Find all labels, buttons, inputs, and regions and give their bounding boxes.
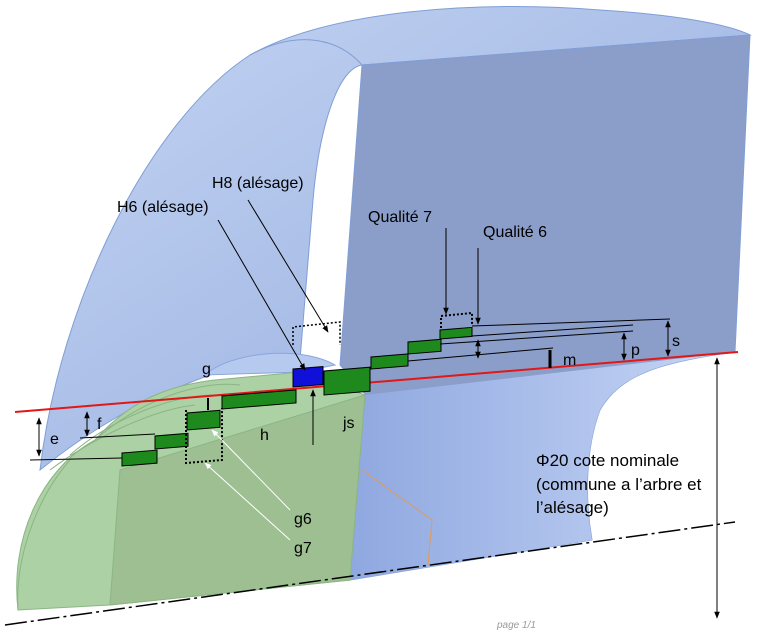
zone-g6 — [186, 409, 221, 431]
dim-s-ext2 — [471, 324, 634, 337]
text-labels: H8 (alésage) H6 (alésage) Qualité 7 Qual… — [50, 175, 702, 631]
shaft-left-arc — [17, 459, 71, 611]
leader-h8 — [247, 199, 329, 333]
label-qualite6: Qualité 6 — [483, 224, 547, 241]
label-qualite7: Qualité 7 — [368, 209, 432, 226]
label-m: m — [563, 352, 576, 369]
label-h: h — [260, 427, 269, 444]
shaft — [16, 371, 366, 611]
dimension-lines — [407, 318, 720, 619]
zone-h — [221, 389, 297, 410]
zone-h6-bore — [292, 365, 324, 388]
zone-s — [439, 326, 473, 340]
zone-e — [121, 449, 158, 467]
label-g6: g6 — [294, 511, 312, 528]
bore-inner-cylinder — [350, 352, 735, 580]
bore-edge-orange — [361, 469, 433, 566]
bore-top-edge — [249, 39, 363, 66]
leader-g7 — [204, 462, 291, 541]
dim-s-ext1 — [471, 318, 671, 327]
bottom-axis-line — [4, 521, 736, 626]
label-nominal-line3: l’alésage) — [536, 498, 609, 517]
dimension-lines-left — [29, 398, 209, 461]
zone-js — [323, 366, 371, 396]
page-footer: page 1/1 — [496, 620, 536, 631]
dim-e-ext — [29, 457, 123, 461]
dim-p-ext — [439, 330, 634, 345]
shaft-front-face — [109, 394, 366, 606]
dim-f-ext — [79, 433, 156, 439]
tolerance-zones — [121, 311, 473, 467]
label-s: s — [672, 333, 680, 350]
label-f: f — [97, 416, 102, 433]
leader-h6 — [217, 219, 306, 371]
label-nominal-line2: (commune a l’arbre et — [536, 475, 702, 494]
label-nominal-line1: Φ20 cote nominale — [536, 451, 679, 470]
label-js: js — [342, 415, 355, 432]
label-h6: H6 (alésage) — [117, 199, 209, 216]
leader-arrows — [204, 199, 481, 541]
label-p: p — [631, 342, 640, 359]
zone-m — [370, 353, 409, 370]
leader-g6 — [211, 429, 291, 511]
zone-f — [154, 432, 189, 450]
zone-s7-dotted — [440, 311, 473, 328]
label-h8: H8 (alésage) — [212, 175, 304, 192]
label-g: g — [202, 361, 211, 378]
nominal-line — [14, 351, 739, 413]
zone-h8-dotted — [292, 321, 341, 345]
zone-p — [407, 338, 442, 355]
shaft-ring-1 — [94, 383, 241, 441]
label-e: e — [50, 431, 59, 448]
bore-housing — [39, 5, 752, 581]
label-g7: g7 — [294, 540, 312, 557]
